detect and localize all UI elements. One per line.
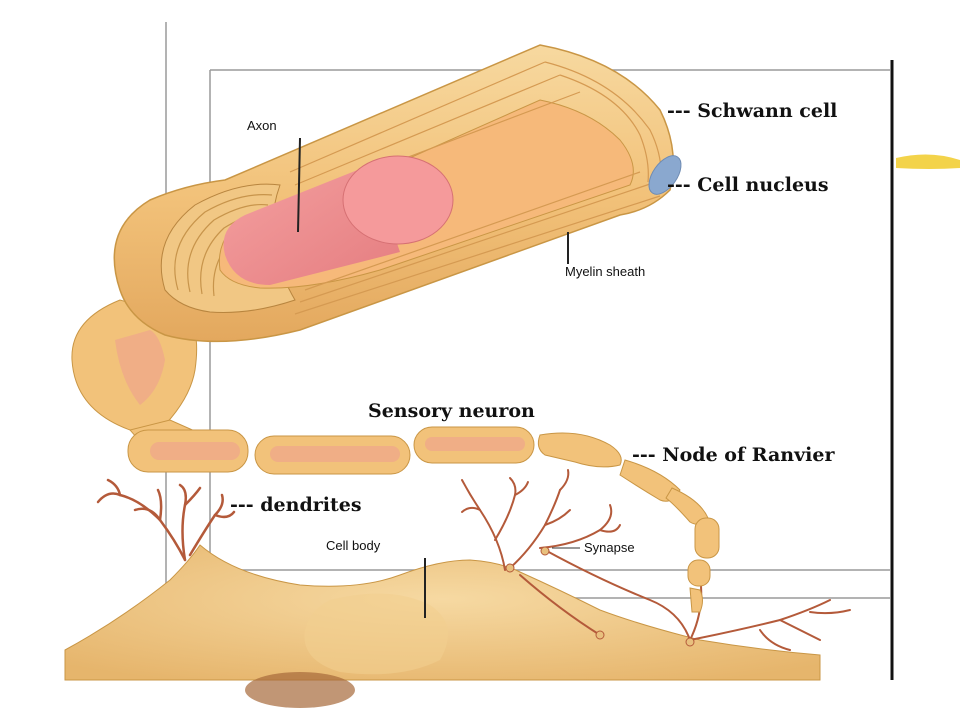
left-margin <box>0 0 65 720</box>
label-synapse: Synapse <box>584 540 635 555</box>
cell-body-highlight <box>304 593 448 675</box>
yellow-stroke <box>896 154 960 169</box>
cell-body-shape <box>64 544 821 681</box>
dendrites-middle <box>461 469 621 571</box>
label-dendrites: --- dendrites <box>230 494 362 516</box>
label-cell-nucleus: --- Cell nucleus <box>667 174 829 196</box>
label-cell-body: Cell body <box>326 538 381 553</box>
axon-pointer <box>297 137 301 233</box>
label-node-of-ranvier: --- Node of Ranvier <box>632 444 835 466</box>
label-schwann-cell: --- Schwann cell <box>667 100 838 122</box>
cell-nucleus-shape <box>648 155 682 195</box>
label-myelin-sheath: Myelin sheath <box>565 264 646 279</box>
myelin-cross-section <box>113 44 682 343</box>
synapse-knobs <box>505 546 695 647</box>
myelinated-axon-chain <box>71 299 720 613</box>
label-axon: Axon <box>247 118 277 133</box>
dendrites-left <box>96 478 236 562</box>
label-sensory-neuron: Sensory neuron <box>368 400 535 422</box>
cell-body-nucleus <box>245 672 355 708</box>
